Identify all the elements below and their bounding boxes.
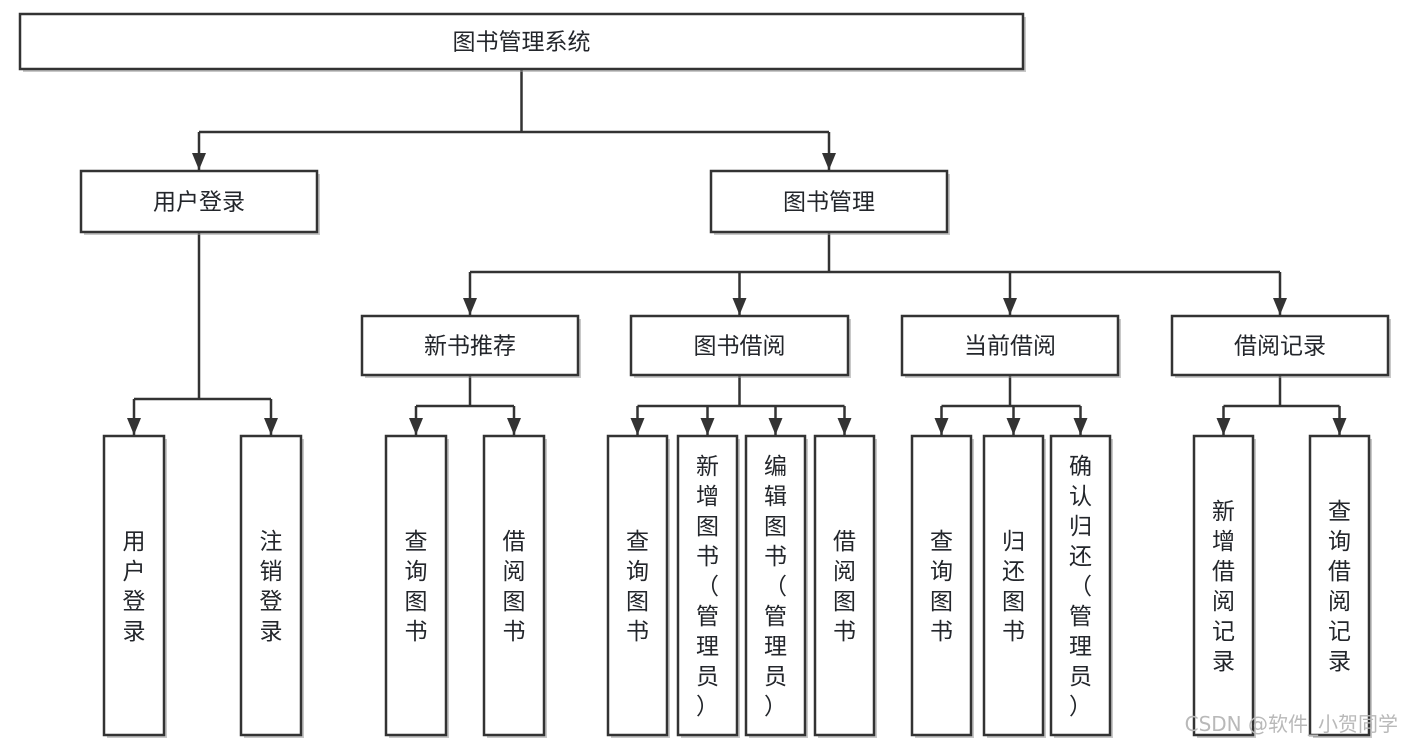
node-leaf-confirm-return[interactable]: 确认归还（管理员） [1049,434,1113,738]
node-rect[interactable] [79,169,319,234]
node-rect[interactable] [239,434,303,737]
node-leaf-query-record[interactable]: 查询借阅记录 [1308,434,1372,738]
arrow-head-icon [934,418,949,435]
node-label: 确认归还（管理员） [1069,454,1092,720]
node-leaf-borrow-book-1[interactable]: 借阅图书 [482,434,547,738]
node-label: 当前借阅 [964,334,1056,360]
node-leaf-edit-book[interactable]: 编辑图书（管理员） [744,434,808,738]
node-label: 用户登录 [153,190,245,216]
node-rect[interactable] [744,434,807,737]
node-rect[interactable] [900,314,1120,377]
node-rect[interactable] [482,434,546,737]
node-label: 查询借阅记录 [1328,499,1351,675]
node-rect[interactable] [813,434,876,737]
node-label: 图书管理 [783,190,875,216]
node-leaf-query-book-1[interactable]: 查询图书 [384,434,449,738]
node-label: 查询图书 [930,529,953,645]
arrow-head-icon [822,153,836,170]
node-book-borrow[interactable]: 图书借阅 [629,314,851,378]
node-label: 借阅图书 [833,529,856,645]
node-leaf-logout[interactable]: 注销登录 [239,434,304,738]
node-rect[interactable] [1192,434,1255,737]
arrow-head-icon [1006,418,1021,435]
node-rect[interactable] [1049,434,1112,737]
node-rect[interactable] [18,12,1025,71]
node-label: 归还图书 [1002,529,1025,645]
arrow-head-icon [264,418,278,435]
node-label: 借阅图书 [503,529,526,645]
arrow-head-icon [837,418,852,435]
node-current-borrow[interactable]: 当前借阅 [900,314,1121,378]
arrow-head-icon [409,418,423,435]
watermark-layer: CSDN @软件_小贺同学 [1185,712,1398,736]
node-leaf-add-record[interactable]: 新增借阅记录 [1192,434,1256,738]
node-leaf-borrow-book-2[interactable]: 借阅图书 [813,434,877,738]
node-label: 新增借阅记录 [1212,499,1235,675]
arrow-head-icon [768,418,783,435]
node-rect[interactable] [910,434,973,737]
node-label: 图书借阅 [694,334,786,360]
node-borrow-record[interactable]: 借阅记录 [1170,314,1391,378]
node-rect[interactable] [606,434,669,737]
arrow-head-icon [1073,418,1088,435]
arrow-head-icon [732,298,747,315]
node-rect[interactable] [709,169,949,234]
node-leaf-user-login[interactable]: 用户登录 [102,434,167,738]
node-leaf-add-book[interactable]: 新增图书（管理员） [676,434,740,738]
node-new-book-rec[interactable]: 新书推荐 [360,314,581,378]
arrow-head-icon [463,298,477,315]
arrow-head-icon [127,418,141,435]
node-rect[interactable] [102,434,166,737]
node-label: 编辑图书（管理员） [764,454,787,720]
arrow-head-icon [1332,418,1347,435]
connector-layer [127,69,1347,435]
node-rect[interactable] [384,434,448,737]
arrow-head-icon [1003,298,1017,315]
node-rect[interactable] [360,314,580,377]
csdn-watermark: CSDN @软件_小贺同学 [1185,712,1398,736]
node-rect[interactable] [629,314,850,377]
node-label: 借阅记录 [1234,334,1326,360]
node-book-manage[interactable]: 图书管理 [709,169,950,235]
node-label: 注销登录 [260,529,283,645]
node-rect[interactable] [982,434,1045,737]
node-leaf-query-book-2[interactable]: 查询图书 [606,434,670,738]
node-rect[interactable] [1170,314,1390,377]
arrow-head-icon [192,153,206,170]
node-user-login[interactable]: 用户登录 [79,169,320,235]
node-rect[interactable] [676,434,739,737]
node-leaf-query-book-3[interactable]: 查询图书 [910,434,974,738]
arrow-head-icon [1273,298,1287,315]
node-label: 查询图书 [405,529,428,645]
node-layer: 图书管理系统用户登录图书管理新书推荐图书借阅当前借阅借阅记录用户登录注销登录查询… [18,12,1391,738]
node-rect[interactable] [1308,434,1371,737]
node-label: 新书推荐 [424,334,516,360]
arrow-head-icon [1216,418,1231,435]
arrow-head-icon [700,418,715,435]
arrow-head-icon [507,418,521,435]
node-label: 新增图书（管理员） [696,454,719,720]
node-label: 用户登录 [123,529,146,645]
node-label: 查询图书 [626,529,649,645]
node-root-root[interactable]: 图书管理系统 [18,12,1026,72]
arrow-head-icon [630,418,645,435]
node-label: 图书管理系统 [453,30,591,56]
node-leaf-return-book[interactable]: 归还图书 [982,434,1046,738]
